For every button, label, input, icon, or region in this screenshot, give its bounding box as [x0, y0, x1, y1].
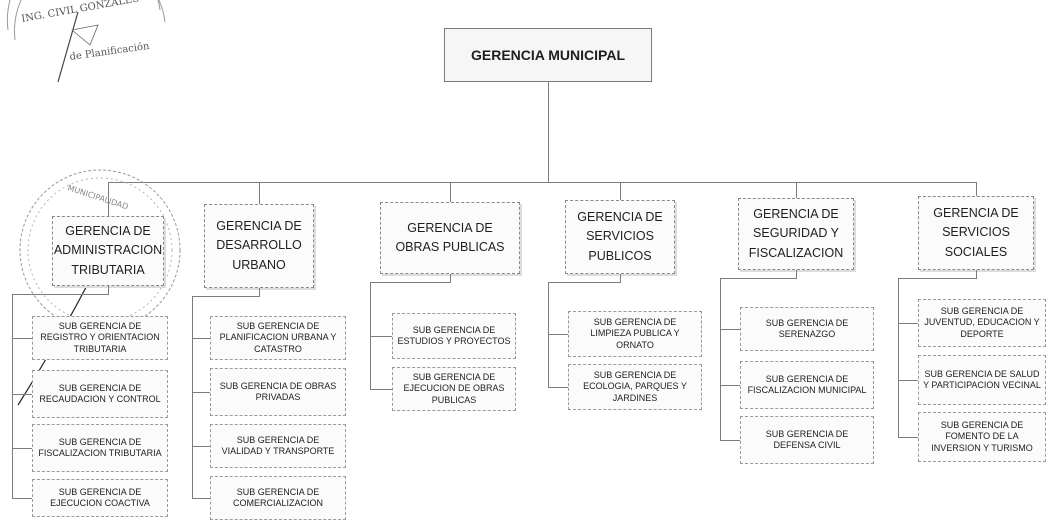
- sub-connector: [192, 338, 210, 339]
- sub-connector: [370, 336, 392, 337]
- bracket-vertical: [12, 294, 13, 498]
- department-box: GERENCIA DE DESARROLLO URBANO: [204, 204, 314, 288]
- sub-gerencia-label: SUB GERENCIA DE ECOLOGIA, PARQUES Y JARD…: [583, 370, 687, 403]
- department-label: GERENCIA DE SEGURIDAD Y FISCALIZACION: [748, 206, 844, 260]
- sub-gerencia-box: SUB GERENCIA DE VIALIDAD Y TRANSPORTE: [210, 424, 346, 468]
- sub-gerencia-box: SUB GERENCIA DE REGISTRO Y ORIENTACION T…: [32, 316, 168, 360]
- department-label: GERENCIA DE SERVICIOS PUBLICOS: [577, 209, 663, 263]
- sub-connector: [192, 498, 210, 499]
- sub-gerencia-label: SUB GERENCIA DE EJECUCION DE OBRAS PUBLI…: [403, 372, 505, 405]
- department-box: GERENCIA DE SERVICIOS SOCIALES: [918, 196, 1034, 270]
- sub-gerencia-box: SUB GERENCIA DE FOMENTO DE LA INVERSION …: [918, 412, 1046, 462]
- sub-connector: [12, 394, 32, 395]
- bracket-top: [12, 294, 109, 295]
- sub-connector: [12, 498, 32, 499]
- sub-connector: [370, 389, 392, 390]
- bracket-vertical: [370, 282, 371, 389]
- sub-gerencia-box: SUB GERENCIA DE PLANIFICACION URBANA Y C…: [210, 316, 346, 360]
- sub-gerencia-box: SUB GERENCIA DE COMERCIALIZACION: [210, 476, 346, 520]
- sub-gerencia-box: SUB GERENCIA DE SERENAZGO: [740, 307, 874, 351]
- department-label: GERENCIA DE SERVICIOS SOCIALES: [933, 205, 1019, 259]
- bracket-top: [898, 278, 977, 279]
- department-drop: [108, 286, 109, 294]
- department-box: GERENCIA DE OBRAS PUBLICAS: [380, 202, 520, 274]
- sub-connector: [548, 334, 568, 335]
- sub-gerencia-label: SUB GERENCIA DE FISCALIZACION TRIBUTARIA: [38, 436, 162, 458]
- sub-gerencia-box: SUB GERENCIA DE ECOLOGIA, PARQUES Y JARD…: [568, 364, 702, 410]
- department-connector: [450, 182, 451, 202]
- sub-gerencia-label: SUB GERENCIA DE JUVENTUD, EDUCACION Y DE…: [924, 306, 1040, 339]
- sub-connector: [192, 392, 210, 393]
- sub-gerencia-label: SUB GERENCIA DE ESTUDIOS Y PROYECTOS: [397, 324, 511, 346]
- department-box: GERENCIA DE SEGURIDAD Y FISCALIZACION: [738, 198, 854, 270]
- department-label: GERENCIA DE OBRAS PUBLICAS: [395, 220, 505, 254]
- sub-gerencia-box: SUB GERENCIA DE OBRAS PRIVADAS: [210, 368, 346, 416]
- sub-gerencia-label: SUB GERENCIA DE RECAUDACION Y CONTROL: [39, 382, 161, 404]
- sub-gerencia-label: SUB GERENCIA DE OBRAS PRIVADAS: [219, 380, 337, 402]
- sub-connector: [720, 329, 740, 330]
- sub-connector: [898, 437, 918, 438]
- department-drop: [796, 270, 797, 278]
- sub-gerencia-label: SUB GERENCIA DE PLANIFICACION URBANA Y C…: [219, 321, 337, 354]
- sub-connector: [12, 448, 32, 449]
- bracket-top: [192, 296, 260, 297]
- sub-gerencia-box: SUB GERENCIA DE ESTUDIOS Y PROYECTOS: [392, 313, 516, 359]
- bracket-top: [548, 282, 621, 283]
- sub-gerencia-box: SUB GERENCIA DE DEFENSA CIVIL: [740, 416, 874, 464]
- sub-gerencia-box: SUB GERENCIA DE FISCALIZACION TRIBUTARIA: [32, 424, 168, 472]
- bracket-top: [370, 282, 451, 283]
- bracket-top: [720, 278, 797, 279]
- department-connector: [976, 182, 977, 196]
- sub-gerencia-box: SUB GERENCIA DE EJECUCION DE OBRAS PUBLI…: [392, 367, 516, 411]
- department-label: GERENCIA DE ADMINISTRACION TRIBUTARIA: [53, 223, 163, 277]
- sub-gerencia-box: SUB GERENCIA DE JUVENTUD, EDUCACION Y DE…: [918, 299, 1046, 347]
- department-drop: [976, 270, 977, 278]
- sub-gerencia-box: SUB GERENCIA DE LIMPIEZA PUBLICA Y ORNAT…: [568, 311, 702, 357]
- svg-text:ING. CIVIL GONZALES: ING. CIVIL GONZALES: [21, 0, 140, 25]
- bracket-vertical: [192, 296, 193, 498]
- department-drop: [450, 274, 451, 282]
- sub-gerencia-label: SUB GERENCIA DE SALUD Y PARTICIPACION VE…: [923, 368, 1041, 390]
- sub-gerencia-box: SUB GERENCIA DE SALUD Y PARTICIPACION VE…: [918, 355, 1046, 405]
- sub-connector: [898, 380, 918, 381]
- seal-stamp-top: ING. CIVIL GONZALES de Planificación: [6, 0, 166, 83]
- root-drop-line: [548, 82, 549, 182]
- sub-gerencia-label: SUB GERENCIA DE VIALIDAD Y TRANSPORTE: [221, 434, 335, 456]
- sub-gerencia-label: SUB GERENCIA DE COMERCIALIZACION: [232, 486, 323, 508]
- sub-gerencia-label: SUB GERENCIA DE FISCALIZACION MUNICIPAL: [747, 373, 867, 395]
- department-box: GERENCIA DE SERVICIOS PUBLICOS: [565, 200, 675, 274]
- sub-gerencia-label: SUB GERENCIA DE SERENAZGO: [765, 317, 849, 339]
- sub-gerencia-label: SUB GERENCIA DE REGISTRO Y ORIENTACION T…: [40, 321, 160, 354]
- department-connector: [620, 182, 621, 200]
- sub-connector: [720, 385, 740, 386]
- sub-gerencia-box: SUB GERENCIA DE EJECUCION COACTIVA: [32, 479, 168, 517]
- department-drop: [259, 288, 260, 296]
- department-connector: [259, 182, 260, 204]
- department-bus-line: [108, 182, 976, 183]
- sub-gerencia-label: SUB GERENCIA DE DEFENSA CIVIL: [765, 428, 849, 450]
- bracket-vertical: [898, 278, 899, 437]
- gerencia-municipal-box: GERENCIA MUNICIPAL: [444, 28, 652, 82]
- bracket-vertical: [720, 278, 721, 440]
- department-label: GERENCIA DE DESARROLLO URBANO: [216, 218, 302, 272]
- gerencia-municipal-label: GERENCIA MUNICIPAL: [471, 46, 625, 63]
- department-connector: [796, 182, 797, 198]
- sub-gerencia-label: SUB GERENCIA DE EJECUCION COACTIVA: [50, 486, 150, 508]
- sub-gerencia-label: SUB GERENCIA DE LIMPIEZA PUBLICA Y ORNAT…: [590, 317, 680, 350]
- sub-connector: [548, 387, 568, 388]
- department-connector: [108, 182, 109, 216]
- svg-text:de Planificación: de Planificación: [69, 41, 151, 63]
- department-drop: [620, 274, 621, 282]
- sub-connector: [192, 446, 210, 447]
- sub-connector: [720, 440, 740, 441]
- department-box: GERENCIA DE ADMINISTRACION TRIBUTARIA: [52, 216, 164, 286]
- sub-gerencia-box: SUB GERENCIA DE FISCALIZACION MUNICIPAL: [740, 361, 874, 409]
- sub-gerencia-box: SUB GERENCIA DE RECAUDACION Y CONTROL: [32, 370, 168, 418]
- sub-connector: [898, 323, 918, 324]
- sub-connector: [12, 338, 32, 339]
- sub-gerencia-label: SUB GERENCIA DE FOMENTO DE LA INVERSION …: [931, 420, 1033, 453]
